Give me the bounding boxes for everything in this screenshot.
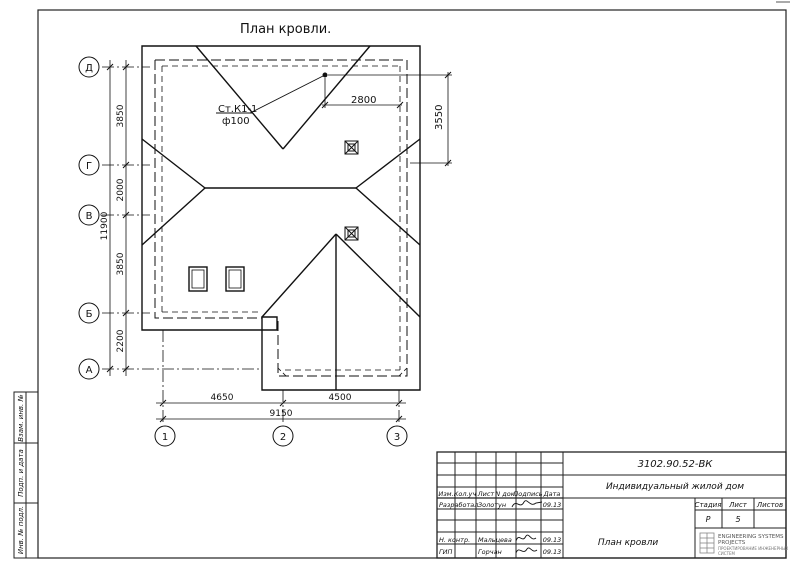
side-stamp (13, 391, 39, 559)
skylight-window-2 (225, 266, 245, 292)
dim-3550-tick-2 (444, 159, 452, 167)
col-dim-label: 4500 (329, 393, 352, 403)
dashed-corner (277, 367, 287, 377)
axis-label-row-g: Г (86, 161, 92, 172)
row-date: 09.13 (543, 536, 562, 544)
company-name-1: ENGINEERING SYSTEMS (718, 534, 784, 540)
vent-icon (344, 140, 359, 155)
axis-label-col-1: 1 (162, 432, 168, 443)
row-role: Разработал (439, 501, 478, 509)
hip-left-top (141, 138, 206, 189)
row-role: ГИП (439, 548, 452, 556)
leader-label-1: Ст.К1-1 (218, 104, 257, 115)
leader-label-2: ф100 (222, 116, 250, 127)
sheet-title: План кровли (598, 538, 658, 548)
sheet-label: Лист (728, 501, 748, 509)
row-date: 09.13 (543, 501, 562, 509)
dim-3550-tick-1 (444, 71, 452, 79)
hip-left-bottom (141, 187, 206, 246)
side-stamp-label: Взам. инв. № (17, 394, 25, 442)
project-name: Индивидуальный жилой дом (606, 482, 744, 492)
wall-dashed-outline-left (154, 60, 262, 319)
stage-label: Стадия (695, 501, 722, 509)
company-logo-icon (699, 532, 715, 554)
roof-plan (141, 45, 452, 391)
stage-value: Р (706, 515, 711, 524)
vent-icon (344, 226, 359, 241)
row-total-dim-label: 11900 (100, 211, 110, 240)
title-block (436, 451, 787, 559)
header-cell: Лист (477, 490, 495, 498)
col-dim-label: 4650 (211, 393, 234, 403)
row-name: Мальцева (478, 536, 512, 544)
company-name-4: СИСТЕМ (718, 551, 736, 556)
wall-dashed-outline (155, 59, 408, 377)
ridge-upper-left (195, 45, 284, 150)
drawing-title: План кровли. (240, 22, 331, 37)
axis-marker-col-2 (272, 425, 294, 447)
dim-2800-tick-1 (321, 101, 329, 109)
col-dim-ticks (159, 399, 403, 423)
axis-marker-row-b (78, 302, 100, 324)
skylight-window-1-inner (191, 269, 205, 289)
company-name-3: ПРОЕКТИРОВАНИЕ ИНЖЕНЕРНЫХ (718, 546, 789, 551)
axis-marker-row-g (78, 154, 100, 176)
row-role: Н. контр. (439, 536, 470, 544)
axis-label-col-3: 3 (394, 432, 400, 443)
sheet-frame (37, 9, 787, 559)
row-date: 09.13 (543, 548, 562, 556)
axis-marker-row-v (78, 204, 100, 226)
row-axes (78, 56, 262, 380)
row-dim-ticks (106, 63, 130, 373)
gable-right (335, 233, 421, 318)
signature (511, 500, 543, 554)
row-name: Золотун (478, 501, 506, 509)
row-dim-label: 2000 (116, 178, 126, 201)
axis-marker-col-1 (154, 425, 176, 447)
axis-label-row-b: Б (86, 309, 93, 320)
dim-2800-tick-2 (396, 101, 404, 109)
row-name: Горчан (478, 548, 502, 556)
axis-marker-row-a (78, 358, 100, 380)
header-cell: N док. (495, 490, 516, 498)
sheet-value: 5 (735, 515, 740, 524)
skylight-window-2-inner (228, 269, 242, 289)
drain-leader (249, 74, 326, 114)
axis-label-row-a: А (86, 365, 93, 376)
col-axes (154, 330, 408, 447)
dim-2800-label: 2800 (351, 95, 376, 106)
header-cell: Изм. (438, 490, 453, 498)
gable-left (261, 233, 337, 318)
ridge-upper-right (282, 45, 371, 150)
sheets-label: Листов (756, 501, 783, 509)
dim-3550-label: 3550 (434, 105, 445, 130)
header-cell: Дата (543, 490, 561, 498)
axis-marker-col-3 (386, 425, 408, 447)
hip-right-bottom (355, 187, 421, 246)
side-stamp-label: Инв. № подл. (17, 506, 25, 554)
dashed-corner-2 (398, 367, 408, 377)
axis-label-col-2: 2 (280, 432, 286, 443)
skylight-window-1 (188, 266, 208, 292)
row-dim-label: 3850 (116, 252, 126, 275)
axis-label-row-v: В (86, 211, 93, 222)
row-dim-label: 2200 (116, 329, 126, 352)
axis-marker-row-d (78, 56, 100, 78)
side-stamp-label: Подп. и дата (17, 449, 25, 497)
company-name-2: PROJECTS (718, 540, 746, 546)
col-total-dim-label: 9150 (270, 409, 293, 419)
header-cell: Подпись (513, 490, 542, 498)
axis-label-row-d: Д (85, 63, 93, 74)
row-dim-label: 3850 (116, 104, 126, 127)
header-cell: Кол.уч (454, 490, 477, 498)
hip-right-top (355, 138, 421, 189)
doc-code: 3102.90.52-ВК (638, 459, 714, 470)
